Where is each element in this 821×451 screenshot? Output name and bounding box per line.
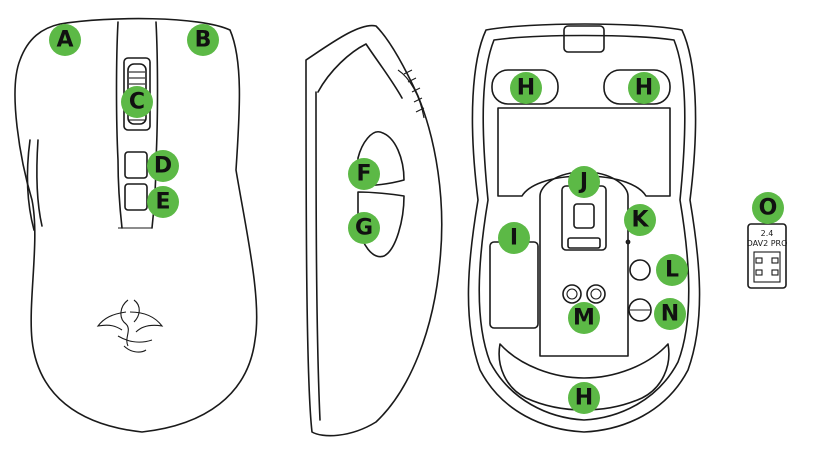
- svg-text:M: M: [573, 306, 595, 331]
- top-view-outline: [15, 19, 257, 432]
- svg-text:G: G: [355, 216, 373, 241]
- dpi-up-button: [125, 152, 147, 178]
- marker-c: C: [121, 86, 153, 118]
- marker-g: G: [348, 212, 380, 244]
- side-scroll-wheel: [398, 70, 424, 118]
- svg-text:E: E: [155, 190, 170, 215]
- svg-text:J: J: [578, 170, 588, 195]
- svg-text:F: F: [356, 162, 371, 187]
- svg-text:C: C: [129, 90, 145, 115]
- dongle-text-line1: 2.4: [761, 229, 774, 238]
- brand-logo: [98, 300, 162, 352]
- markers: A B C D E F G H: [49, 24, 784, 414]
- left-button-seam: [117, 22, 123, 228]
- marker-k: K: [624, 204, 656, 236]
- svg-text:O: O: [759, 196, 778, 221]
- dongle-text-line2: DAV2 PRO: [747, 239, 788, 248]
- marker-a: A: [49, 24, 81, 56]
- svg-text:H: H: [517, 76, 535, 101]
- marker-h-top-left: H: [510, 72, 542, 104]
- usb-dongle: 2.4 DAV2 PRO: [747, 224, 788, 288]
- marker-m: M: [568, 302, 600, 334]
- sensor-lens: [574, 204, 594, 228]
- dpi-down-button: [125, 184, 147, 210]
- marker-d: D: [147, 150, 179, 182]
- side-bottom-edge: [316, 92, 320, 420]
- marker-n: N: [654, 298, 686, 330]
- svg-text:N: N: [661, 302, 679, 327]
- side-body-line: [318, 44, 402, 98]
- svg-text:I: I: [510, 226, 518, 251]
- marker-h-bottom: H: [568, 382, 600, 414]
- svg-text:D: D: [154, 154, 172, 179]
- svg-text:K: K: [631, 208, 649, 233]
- marker-f: F: [348, 158, 380, 190]
- sensor-cap: [568, 238, 600, 248]
- marker-l: L: [656, 254, 688, 286]
- cable-port: [564, 26, 604, 52]
- svg-text:H: H: [575, 386, 593, 411]
- marker-o: O: [752, 192, 784, 224]
- marker-h-top-right: H: [628, 72, 660, 104]
- marker-j: J: [568, 166, 600, 198]
- profile-button: [630, 260, 650, 280]
- charging-contact-right: [587, 285, 605, 303]
- mouse-top-view: [15, 19, 257, 432]
- charging-contact-left: [563, 285, 581, 303]
- svg-text:L: L: [665, 258, 679, 283]
- svg-text:B: B: [195, 28, 212, 53]
- marker-e: E: [147, 186, 179, 218]
- svg-text:H: H: [635, 76, 653, 101]
- marker-i: I: [498, 222, 530, 254]
- svg-text:A: A: [56, 28, 73, 53]
- marker-b: B: [187, 24, 219, 56]
- dongle-compartment: [490, 242, 538, 328]
